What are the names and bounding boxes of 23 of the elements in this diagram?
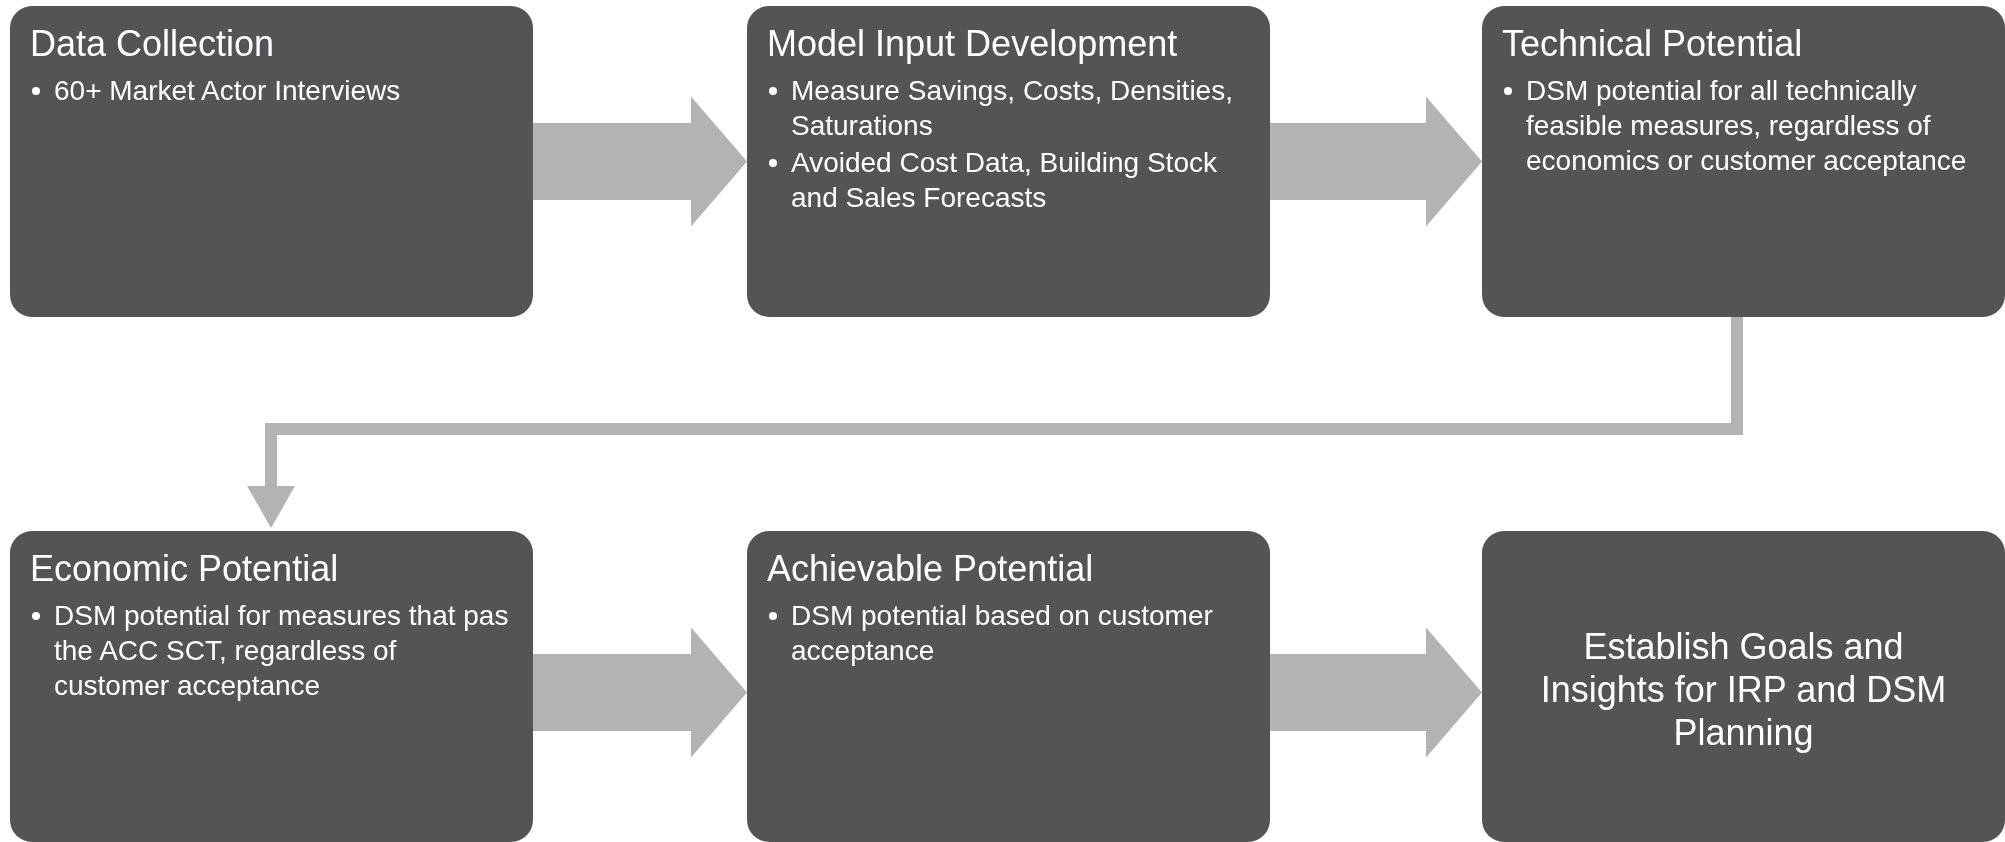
bullet-text: Avoided Cost Data, Building Stock and Sales Forecasts	[791, 147, 1217, 214]
block-arrow	[1270, 96, 1482, 227]
box-title: Economic Potential	[30, 547, 340, 591]
block-arrow	[533, 627, 747, 758]
process-box	[10, 6, 533, 317]
bullet-text: Measure Savings, Costs, Densities, Saturations	[791, 75, 1233, 142]
process-box	[747, 531, 1270, 842]
bullet-text: 60+ Market Actor Interviews	[54, 75, 401, 107]
box-title: Achievable Potential	[767, 547, 1095, 591]
box-text: Establish Goals and Insights for IRP and DSM Planning	[1539, 624, 1948, 755]
process-box	[10, 531, 533, 842]
bullet-text: DSM potential for all technically feasible measures, regardless of economics or customer acceptance	[1526, 75, 1967, 177]
bullet-text: DSM potential for measures that pas the ACC SCT, regardless of customer acceptance	[54, 600, 509, 702]
block-arrow	[533, 96, 747, 227]
process-box	[747, 6, 1270, 317]
box-title: Data Collection	[30, 22, 276, 66]
block-arrow	[1270, 627, 1482, 758]
elbow-arrow	[247, 317, 1743, 528]
process-box	[1482, 6, 2005, 317]
process-box	[1482, 531, 2005, 842]
box-title: Model Input Development	[767, 22, 1179, 66]
bullet-text: DSM potential based on customer acceptance	[791, 600, 1213, 667]
box-title: Technical Potential	[1502, 22, 1804, 66]
